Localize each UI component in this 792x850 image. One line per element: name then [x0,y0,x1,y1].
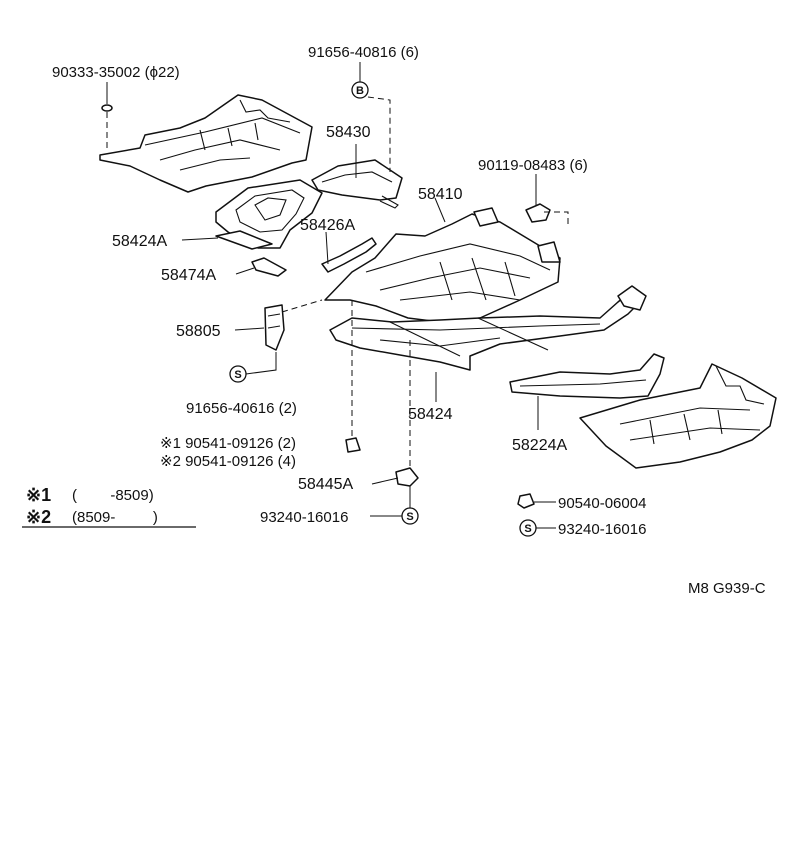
label-58410: 58410 [418,186,463,203]
label-90540-06004: 90540-06004 [558,495,646,512]
figure-code: M8 G939-C [688,580,766,597]
label-58424A: 58424A [112,233,167,250]
legend-note1-mark: ※1 [26,485,51,505]
label-90333-35002: 90333-35002 (ϕ22) [52,64,180,81]
svg-text:S: S [406,511,413,523]
part-58424A-strip [215,230,273,250]
label-58426A: 58426A [300,217,355,234]
legend-note2-mark: ※2 [26,507,51,527]
label-90119-08483: 90119-08483 (6) [478,157,588,174]
part-58410 [324,207,561,323]
svg-text:S: S [524,523,531,535]
legend-note2-range: (8509- ) [72,509,158,526]
legend-note1-range: ( -8509) [72,487,154,504]
part-58445A [395,467,419,487]
symbol-b-circle: B [351,81,369,99]
part-front-floor-insulator [579,363,777,469]
label-93240-16016-left: 93240-16016 [260,509,348,526]
part-bolt-90119 [525,203,551,223]
svg-text:B: B [356,85,364,97]
label-58474A: 58474A [161,267,216,284]
part-58474A [251,257,287,277]
part-rear-floor-insulator [99,94,313,193]
label-90541-09126-note2: ※2 90541-09126 (4) [160,453,296,470]
symbol-s-circle-left: S [401,507,419,525]
label-58805: 58805 [176,323,221,340]
leader-lines [106,62,569,529]
part-58424 [329,285,647,371]
symbol-s-circle-58805: S [229,365,247,383]
label-58424: 58424 [408,406,453,423]
part-58805 [264,304,285,351]
label-58445A: 58445A [298,476,353,493]
part-58426A [321,237,377,273]
part-nut-90540 [517,493,535,509]
label-93240-16016-right: 93240-16016 [558,521,646,538]
svg-text:S: S [234,369,241,381]
part-console-frame [215,179,323,249]
label-91656-40816-top: 91656-40816 (6) [308,44,419,61]
label-58224A: 58224A [512,437,567,454]
part-58224A [509,353,665,399]
label-58430: 58430 [326,124,371,141]
label-90541-09126-note1: ※1 90541-09126 (2) [160,435,296,452]
legend-notes: ※1 ( -8509) ※2 (8509- ) [22,485,196,528]
label-91656-40616: 91656-40616 (2) [186,400,297,417]
symbol-s-circle-right: S [519,519,537,537]
part-58430 [311,159,403,209]
part-clip-90541 [345,437,361,453]
